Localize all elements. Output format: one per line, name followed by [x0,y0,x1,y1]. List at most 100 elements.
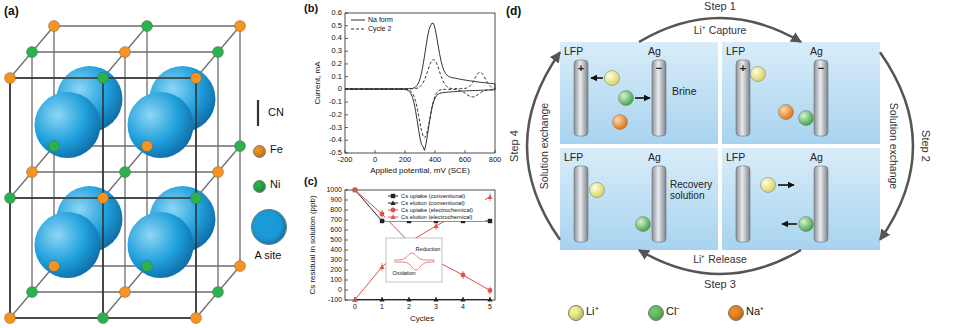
tick [345,240,348,241]
lattice-bond [102,78,104,198]
tick [495,150,496,153]
lattice-bond [9,198,10,318]
lattice-bond [195,198,197,318]
data-series [353,188,492,223]
step-annotation: Li⁺ Capture [694,25,746,36]
data-series [353,188,493,295]
tick [345,114,348,115]
lattice-bond [54,25,147,26]
cell-fill [722,42,880,144]
solution-label: Brine [672,86,697,97]
tick-label: 3 [434,303,438,310]
tick-label: 400 [330,246,342,253]
lattice-bond [10,77,103,79]
tick [345,102,348,103]
tick-label: 500 [330,236,342,243]
lattice-bond [195,78,196,198]
legend-label: Cs elution (conventional) [401,200,465,206]
series-line [355,190,490,221]
lattice-bond [32,171,125,172]
tick-label: 800 [330,206,342,213]
legend-label: Fe [270,144,283,156]
data-marker [433,297,438,302]
tick [345,300,348,301]
ion-motion-arrows [591,78,797,224]
lattice-bond [125,171,218,172]
legend-samples [258,20,485,221]
a-site-sphere [35,212,101,278]
lattice-bond [103,317,196,319]
polarity-sign: + [578,63,584,75]
electrode-label: LFP [726,152,745,163]
cv-curve-na-form [345,23,495,150]
lattice-bond [125,51,218,52]
legend-label: Cs uptake (electrochemical) [401,207,473,213]
panel-letter: (b) [304,3,318,15]
metal-site [5,313,16,324]
data-marker [487,297,492,302]
tick [345,190,348,191]
legend-label: Ni [270,179,280,191]
metal-site [98,313,109,324]
cell-fill [722,148,880,250]
tick-label: 900 [330,196,342,203]
tick-label: 300 [330,256,342,263]
lattice-bond [10,317,103,319]
data-marker [352,297,357,302]
tick-label: 1 [380,303,384,310]
data-series [352,297,492,302]
tick-label: 0 [338,85,342,93]
legend-swatch [253,180,266,193]
metal-site [49,261,60,272]
tick [375,150,376,153]
metal-site [213,167,224,178]
electrode-cell-panel: LFPAg [722,148,880,250]
data-marker [380,219,384,223]
data-marker [390,214,395,219]
lattice-bond [239,26,240,146]
tick [345,270,348,271]
a-site-spheres [35,66,216,278]
metal-site [49,141,60,152]
tick-label: 200 [399,156,412,164]
metal-site [120,287,131,298]
metal-site [235,141,246,152]
axis-title: Current, mA [314,61,322,104]
legend-swatch [728,305,744,321]
tick-label: 0.5 [332,22,342,30]
inset-annotation: Oxidation [392,271,415,277]
tick-label: 0.3 [332,47,342,55]
tick [345,63,348,64]
tick-label: 100 [330,276,342,283]
tick-label: 2 [407,303,411,310]
tick [345,290,348,291]
electrode-label: LFP [564,152,583,163]
lattice-bond [217,172,218,292]
tick [345,127,348,128]
step-annotation: Solution exchange [887,103,898,189]
metal-sites [5,21,246,324]
electrode-rods [574,60,828,242]
legend-label: Na form [368,16,393,23]
legend-swatch [251,209,287,245]
tick-label: 800 [489,156,502,164]
inset-annotation: Reduction [416,247,441,253]
metal-site [27,167,38,178]
tick [345,260,348,261]
lattice-bond [102,198,104,318]
lattice-bond [9,78,10,198]
lattice-bond [103,77,196,79]
tick-label: 5 [488,303,492,310]
tick [345,250,348,251]
legend-label: Cycle 2 [368,25,391,32]
lattice-bond [10,197,103,199]
step-label: Step 4 [509,130,521,162]
metal-site [27,47,38,58]
tick-label: -0.3 [329,124,342,132]
lattice-bond [125,291,218,292]
step-label: Step 1 [704,1,736,13]
metal-site [5,73,16,84]
legend-label: CN [268,107,284,119]
tick-label: 0.4 [332,35,342,43]
lattice-lines [10,26,240,318]
